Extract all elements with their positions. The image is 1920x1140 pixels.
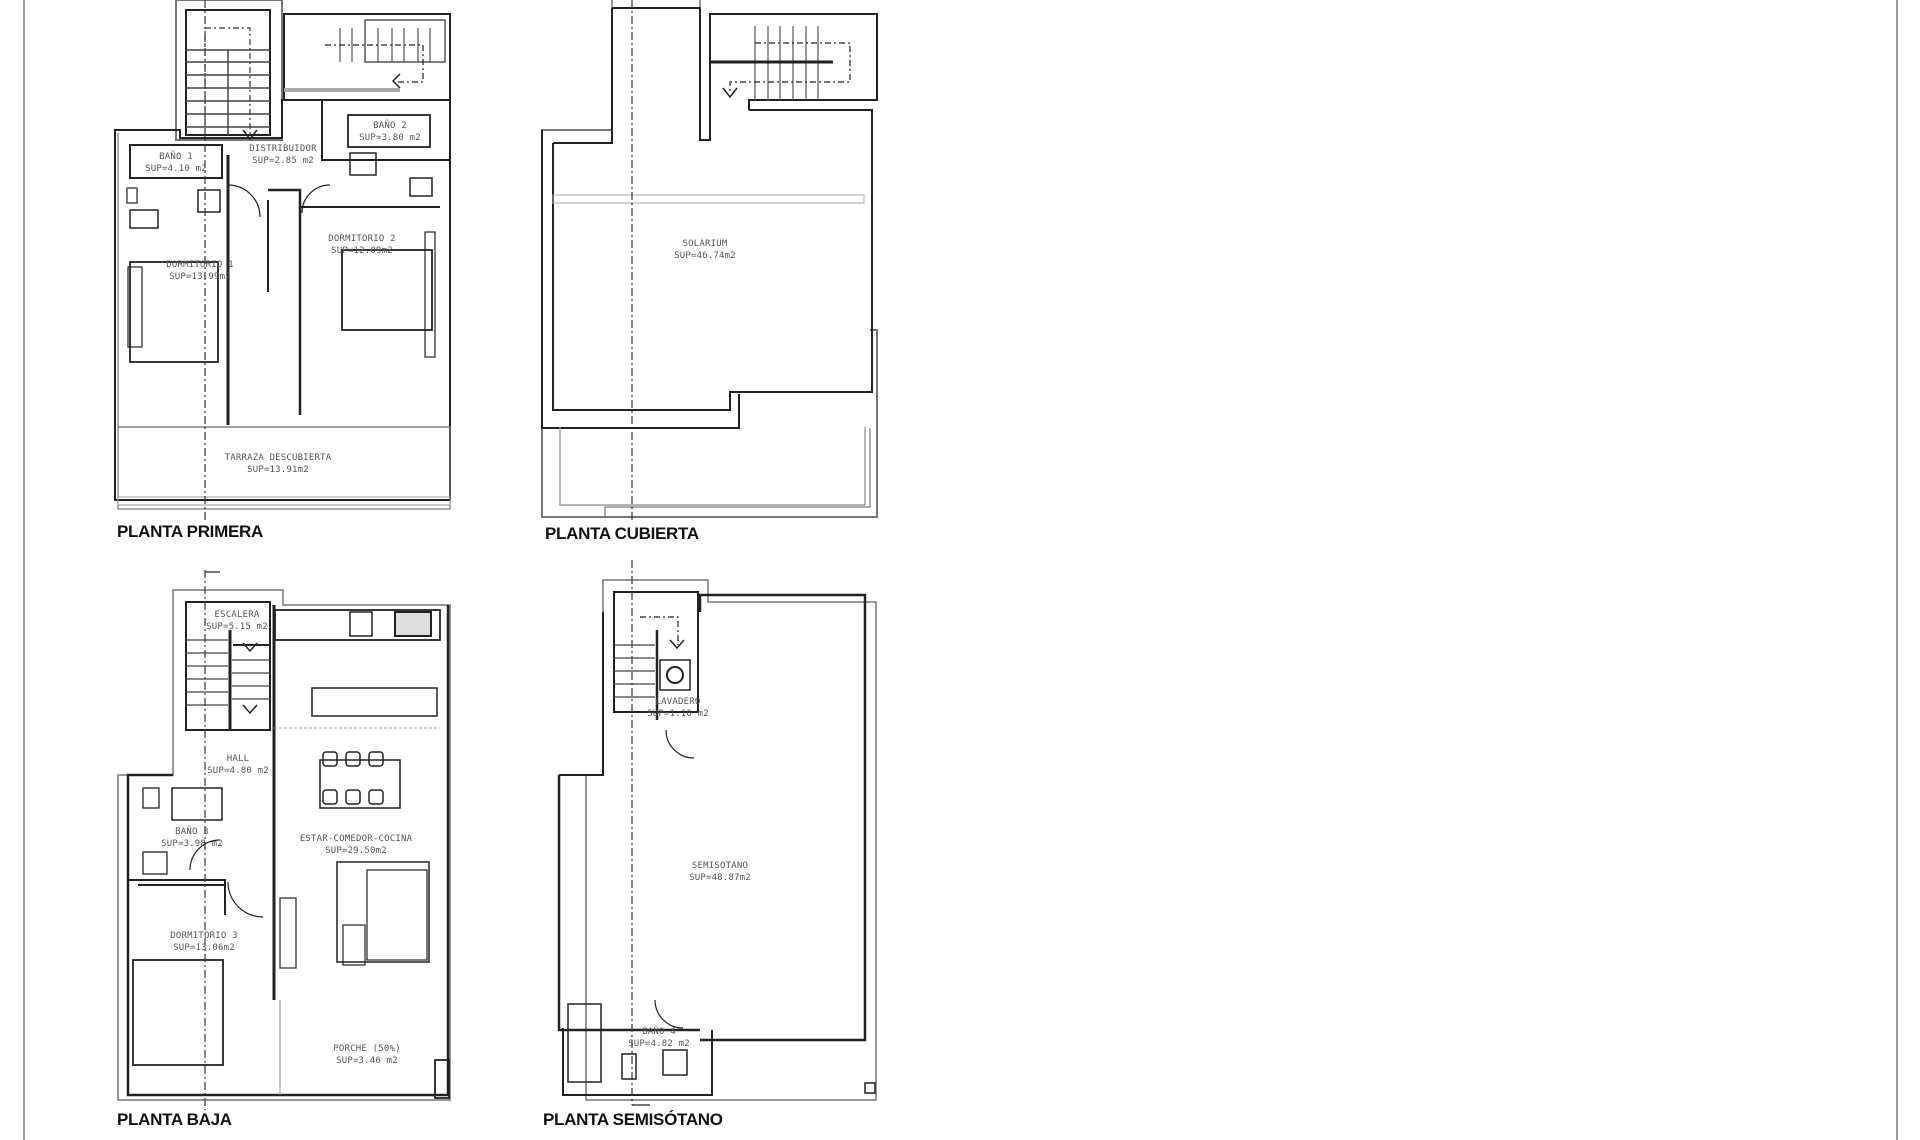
plan-primera [114,0,451,520]
room-label-lavadero: LAVADERO SUP=1.10 m2 [647,697,709,719]
plan-title-baja: PLANTA BAJA [117,1110,232,1129]
room-label-terraza: TARRAZA DESCUBIERTA SUP=13.91m2 [224,453,332,475]
room-label-solarium: SOLARIUM SUP=46.74m2 [674,239,736,261]
room-label-porche: PORCHE (50%) SUP=3.46 m2 [333,1044,401,1066]
plan-title-semisotano: PLANTA SEMISÓTANO [543,1110,723,1129]
plan-title-primera: PLANTA PRIMERA [117,522,263,541]
room-label-dormitorio-3: DORMITORIO 3 SUP=13.06m2 [170,931,238,953]
plan-baja [117,570,451,1110]
room-label-bano-3: BAÑO 3 SUP=3.98 m2 [161,827,223,849]
room-label-hall: HALL SUP=4.80 m2 [207,754,269,776]
plan-cubierta [541,0,878,520]
room-label-bano-4: BAÑO 4 SUP=4.82 m2 [628,1027,690,1049]
sheet-border-left [23,0,25,1140]
room-label-bano-1: BAÑO 1 SUP=4.10 m2 [145,152,207,174]
room-label-estar-comedor-cocina: ESTAR-COMEDOR-COCINA SUP=29.50m2 [299,834,413,856]
room-label-semisotano: SEMISOTANO SUP=48.87m2 [689,861,751,883]
room-label-dormitorio-1: DORMITORIO 1 SUP=13.99m2 [166,260,234,282]
plan-title-cubierta: PLANTA CUBIERTA [545,524,699,543]
room-label-escalera: ESCALERA SUP=5.15 m2 [206,610,268,632]
room-label-bano-2: BAÑO 2 SUP=3.80 m2 [359,121,421,143]
sheet-border-right [1896,0,1898,1140]
plan-semisotano [557,560,877,1106]
room-label-distribuidor: DISTRIBUIDOR SUP=2.85 m2 [249,144,317,166]
room-label-dormitorio-2: DORMITORIO 2 SUP=12.09m2 [328,234,396,256]
